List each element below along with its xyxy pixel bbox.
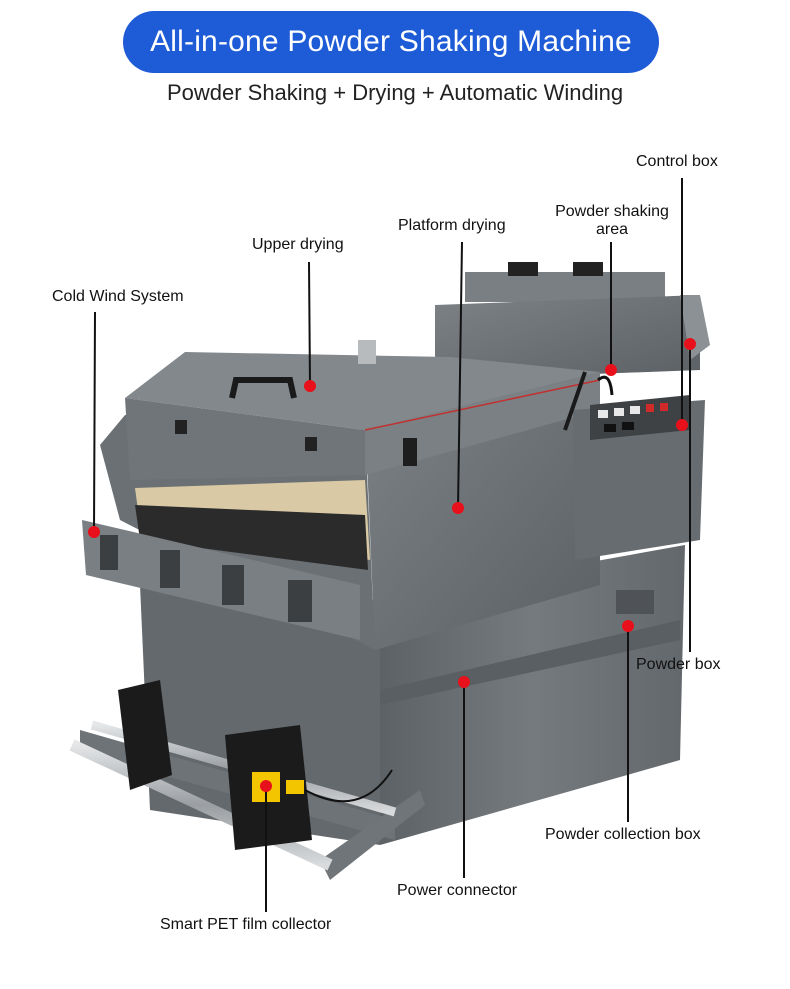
marker-powder-box [684,338,696,350]
upper-hood [125,340,601,480]
marker-powder-shaking-area [605,364,617,376]
marker-power-connector [458,676,470,688]
label-power-connector: Power connector [397,882,518,899]
marker-upper-drying [304,380,316,392]
label-platform-drying: Platform drying [398,217,506,234]
label-powder-shaking-area: Powder shaking area [549,203,675,239]
callout-markers [88,338,696,792]
label-powder-shaking-area-line2: area [595,221,629,238]
film-collector [69,680,425,880]
label-powder-shaking-area-line1: Powder shaking [555,203,669,220]
label-smart-pet-film-collector: Smart PET film collector [160,916,332,933]
title-banner: All-in-one Powder Shaking Machine [123,11,659,73]
cold-wind-panel [82,520,360,640]
label-cold-wind-system: Cold Wind System [52,288,184,305]
marker-platform-drying [452,502,464,514]
control-box-unit [563,371,705,560]
page-subtitle: Powder Shaking + Drying + Automatic Wind… [166,80,624,105]
label-control-box: Control box [636,153,718,170]
marker-cold-wind [88,526,100,538]
label-powder-box: Powder box [636,656,721,673]
callout-lines [93,178,691,912]
marker-control-box [676,419,688,431]
marker-powder-collection-box [622,620,634,632]
drying-platform [135,480,370,570]
marker-film-collector [260,780,272,792]
rear-unit [435,262,710,380]
label-powder-collection-box: Powder collection box [545,826,701,843]
page-title: All-in-one Powder Shaking Machine [150,25,632,58]
label-upper-drying: Upper drying [252,236,344,253]
